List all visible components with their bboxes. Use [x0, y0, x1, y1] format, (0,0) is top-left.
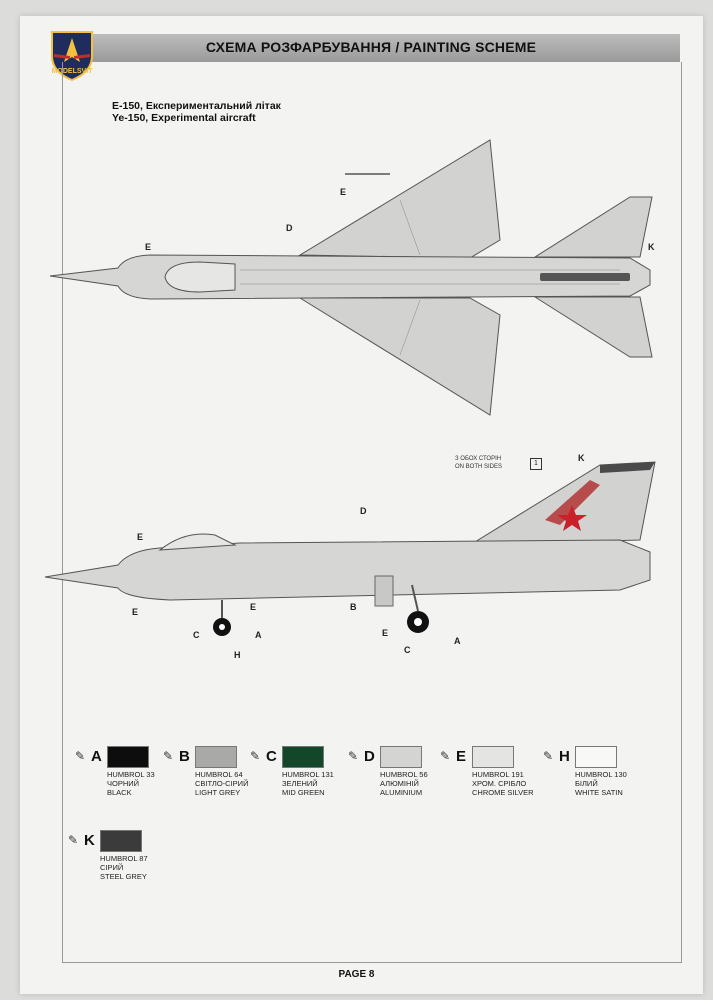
paint-name-ua: ХРОМ. СРІБЛО: [472, 779, 527, 788]
paint-name-ua: СІРИЙ: [100, 863, 124, 872]
callout-e: E: [340, 187, 347, 197]
paint-code: HUMBROL 191: [472, 770, 524, 779]
page-title: СХЕМА РОЗФАРБУВАННЯ / PAINTING SCHEME: [205, 39, 537, 55]
paint-letter: H: [559, 748, 570, 765]
paint-name-ua: БІЛИЙ: [575, 779, 598, 788]
paint-letter: A: [91, 748, 102, 765]
paint-name-en: STEEL GREY: [100, 872, 147, 881]
paint-swatch: [472, 746, 514, 768]
paint-swatch: [195, 746, 237, 768]
paint-name-en: WHITE SATIN: [575, 788, 623, 797]
paint-name-en: BLACK: [107, 788, 132, 797]
callout-e: E: [137, 532, 144, 542]
paint-code: HUMBROL 130: [575, 770, 627, 779]
callout-c: C: [404, 645, 411, 655]
paint-name-en: LIGHT GREY: [195, 788, 241, 797]
callout-e: E: [132, 607, 139, 617]
note-ua: З ОБОХ СТОРІН: [455, 456, 502, 462]
callout-h: H: [234, 650, 241, 660]
paint-code: HUMBROL 64: [195, 770, 243, 779]
paint-pen-icon: ✎: [348, 749, 359, 763]
paint-code: HUMBROL 87: [100, 854, 148, 863]
paint-swatch: [380, 746, 422, 768]
paint-name-en: CHROME SILVER: [472, 788, 534, 797]
paint-name-ua: ЧОРНИЙ: [107, 779, 140, 788]
aircraft-title-en: Ye-150, Experimental aircraft: [112, 112, 256, 124]
paint-letter: E: [456, 748, 467, 765]
callout-a: A: [255, 630, 262, 640]
logo-text: MODELSVIT: [51, 68, 93, 75]
paint-letter: C: [266, 748, 277, 765]
callout-d: D: [286, 223, 293, 233]
header-bar: СХЕМА РОЗФАРБУВАННЯ / PAINTING SCHEME: [62, 34, 680, 62]
paint-name-en: MID GREEN: [282, 788, 325, 797]
paint-letter: B: [179, 748, 190, 765]
paint-name-en: ALUMINIUM: [380, 788, 423, 797]
callout-e: E: [250, 602, 257, 612]
both-sides-note: З ОБОХ СТОРІН ON BOTH SIDES: [455, 455, 502, 471]
paint-code: HUMBROL 56: [380, 770, 428, 779]
paint-code: HUMBROL 131: [282, 770, 334, 779]
callout-k: K: [648, 242, 655, 252]
callout-a: A: [454, 636, 461, 646]
paint-name-ua: АЛЮМІНІЙ: [380, 779, 419, 788]
paint-name-ua: ЗЕЛЕНИЙ: [282, 779, 318, 788]
callout-e: E: [382, 628, 389, 638]
note-en: ON BOTH SIDES: [455, 464, 503, 470]
paint-pen-icon: ✎: [163, 749, 174, 763]
callout-b: B: [350, 602, 357, 612]
note-number-badge: 1: [530, 458, 542, 470]
paint-name-ua: СВІТЛО-СІРИЙ: [195, 779, 249, 788]
content-frame: [62, 62, 682, 963]
paint-pen-icon: ✎: [440, 749, 451, 763]
paint-pen-icon: ✎: [75, 749, 86, 763]
page-number: PAGE 8: [338, 969, 375, 980]
callout-k: K: [578, 453, 585, 463]
paint-swatch: [575, 746, 617, 768]
paint-pen-icon: ✎: [68, 833, 79, 847]
callout-c: C: [193, 630, 200, 640]
paint-letter: D: [364, 748, 375, 765]
paint-swatch: [107, 746, 149, 768]
callout-d: D: [360, 506, 367, 516]
paint-pen-icon: ✎: [543, 749, 554, 763]
paint-swatch: [282, 746, 324, 768]
paint-letter: K: [84, 832, 95, 849]
paint-swatch: [100, 830, 142, 852]
paint-pen-icon: ✎: [250, 749, 261, 763]
aircraft-title-ua: Е-150, Експериментальний літак: [112, 100, 281, 112]
callout-e: E: [145, 242, 152, 252]
paint-code: HUMBROL 33: [107, 770, 155, 779]
